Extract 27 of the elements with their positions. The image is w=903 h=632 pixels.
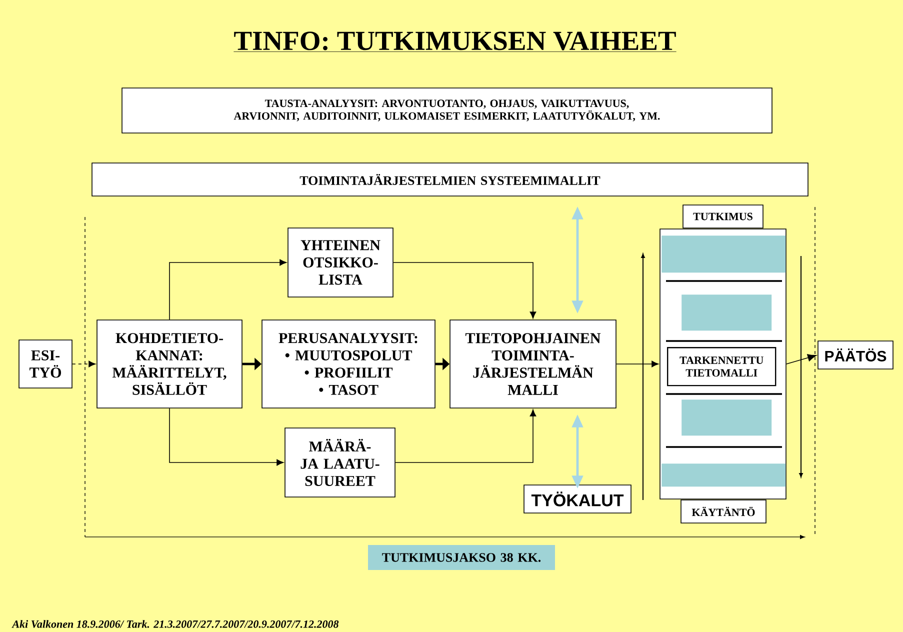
title: TINFO: TUTKIMUKSEN VAIHEET: [234, 32, 676, 52]
arrow: [616, 360, 659, 368]
process-box: MÄÄRÄ- JA LAATU- SUUREET: [284, 428, 396, 498]
process-box: PERUSANALYYSIT: • MUUTOSPOLUT • PROFIILIT • TASOT: [262, 320, 436, 408]
tab-box: KÄYTÄNTÖ: [680, 500, 766, 524]
footer-note: Aki Valkonen 18.9.2006/ Tark. 21.3.2007/27.7.2007/20.9.2007/7.12.2008: [12, 620, 339, 628]
arrow: [786, 354, 816, 364]
arrow: [393, 262, 536, 319]
process-box: KOHDETIETO- KANNAT: MÄÄRITTELYT, SISÄLLÖT: [96, 320, 242, 408]
process-box: PÄÄTÖS: [818, 340, 894, 370]
process-box: ESI- TYÖ: [18, 340, 72, 388]
process-box: TIETOPOHJAINEN TOIMINTA- JÄRJESTELMÄN MALLI: [450, 320, 616, 408]
shaded-box: [682, 294, 772, 331]
arrow: [395, 409, 536, 463]
shaded-box: TUTKIMUSJAKSO 38 KK.: [368, 544, 555, 570]
tab-box: TUTKIMUS: [682, 204, 764, 228]
shaded-box: [662, 236, 786, 273]
arrow: [72, 360, 96, 368]
process-box: TARKENNETTU TIETOMALLI: [667, 346, 776, 386]
process-box: TYÖKALUT: [524, 484, 632, 514]
process-box: YHTEINEN OTSIKKO- LISTA: [288, 228, 394, 298]
arrow: [169, 259, 287, 320]
process-box: TAUSTA-ANALYYSIT: ARVONTUOTANTO, OHJAUS, VAIKUTTAVUUS, ARVIONNIT, AUDITOINNIT, ULKOMAISET ESIMERKIT, LAATUTYÖKALUT, YM.: [122, 88, 772, 134]
shaded-box: [682, 400, 772, 436]
process-box: TOIMINTAJÄRJESTELMIEN SYSTEEMIMALLIT: [92, 162, 808, 196]
shaded-box: [662, 464, 786, 487]
arrow: [169, 408, 284, 466]
